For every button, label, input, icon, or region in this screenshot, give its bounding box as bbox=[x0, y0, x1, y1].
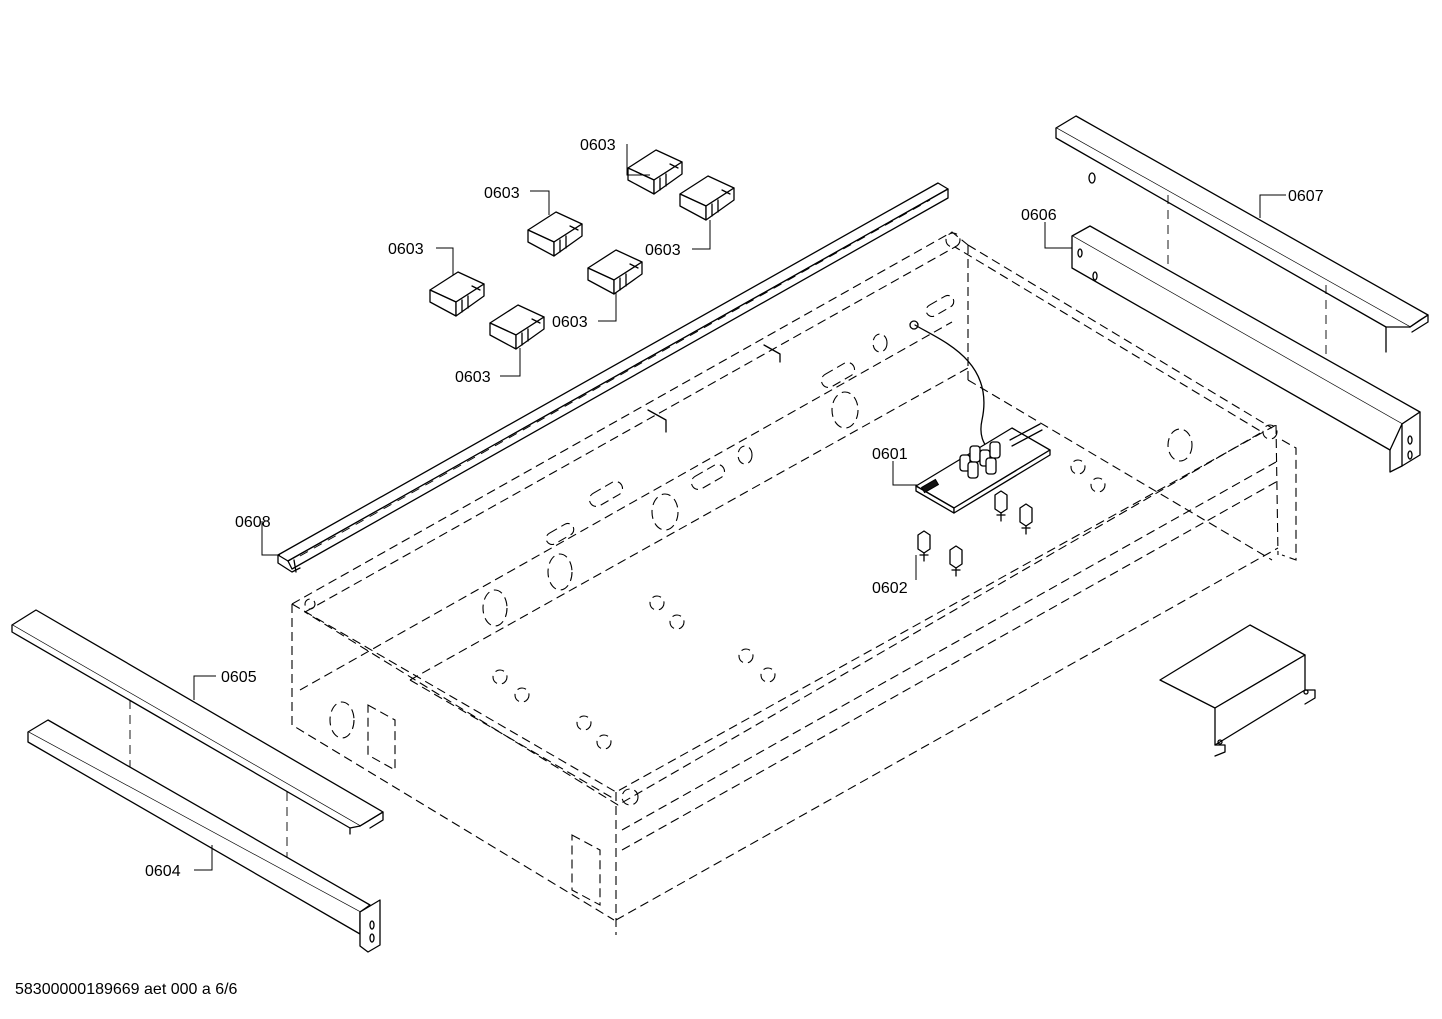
label-0604: 0604 bbox=[145, 863, 181, 880]
capacitors bbox=[959, 441, 1001, 479]
part-0608-rail bbox=[277, 182, 949, 573]
clip-2 bbox=[679, 175, 735, 221]
clip-3 bbox=[527, 211, 583, 257]
leader-lines bbox=[193, 144, 1286, 871]
part-0603-clips bbox=[429, 149, 735, 350]
label-0603-d: 0603 bbox=[645, 242, 681, 259]
label-0607: 0607 bbox=[1288, 188, 1324, 205]
main-frame bbox=[291, 231, 1297, 935]
part-0605-rail bbox=[11, 609, 384, 868]
label-0603-b: 0603 bbox=[484, 185, 520, 202]
label-0602: 0602 bbox=[872, 580, 908, 597]
label-0601: 0601 bbox=[872, 446, 908, 463]
label-0603-f: 0603 bbox=[455, 369, 491, 386]
clip-1 bbox=[627, 149, 683, 195]
part-0602-standoffs bbox=[917, 490, 1033, 577]
part-labels: 0603 0603 0603 0603 0603 0603 0608 0601 … bbox=[145, 137, 1324, 880]
label-0606: 0606 bbox=[1021, 207, 1057, 224]
clip-6 bbox=[489, 304, 545, 350]
part-0607-rail bbox=[1055, 115, 1429, 375]
floor-bosses bbox=[304, 232, 1278, 806]
document-reference: 58300000189669 aet 000 a 6/6 bbox=[15, 981, 238, 998]
part-0606-rail bbox=[1071, 225, 1421, 473]
label-0603-a: 0603 bbox=[580, 137, 616, 154]
clip-5 bbox=[429, 271, 485, 317]
label-0605: 0605 bbox=[221, 669, 257, 686]
bracket-part bbox=[1159, 624, 1316, 757]
clip-4 bbox=[587, 249, 643, 295]
label-0608: 0608 bbox=[235, 514, 271, 531]
label-0603-e: 0603 bbox=[552, 314, 588, 331]
part-0604-rail bbox=[27, 719, 381, 953]
part-0601-board bbox=[909, 320, 1051, 514]
label-0603-c: 0603 bbox=[388, 241, 424, 258]
